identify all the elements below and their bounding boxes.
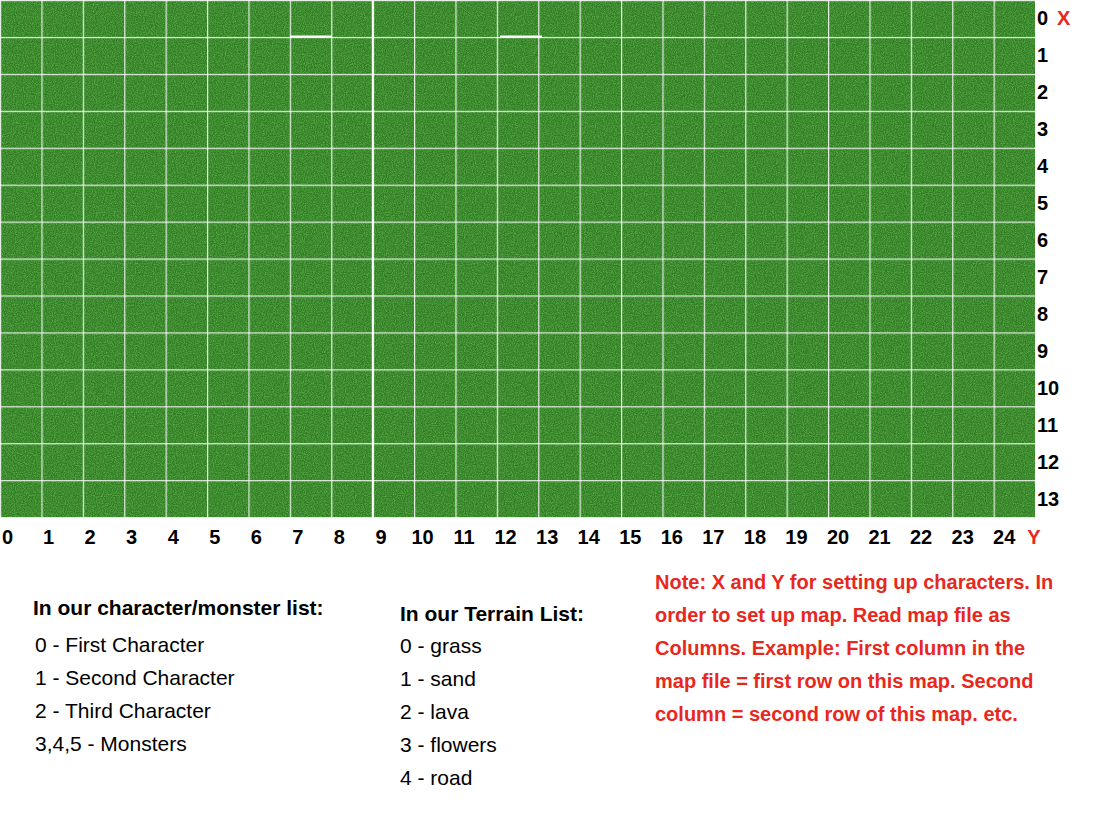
list-item: 2 - Third Character <box>35 698 211 724</box>
column-number: 1 <box>43 525 54 549</box>
column-number: 16 <box>661 525 683 549</box>
row-number: 11 <box>1037 413 1058 437</box>
note-text: Note: X and Y for setting up characters.… <box>655 566 1065 731</box>
column-number: 22 <box>910 525 932 549</box>
row-number: 6 <box>1037 228 1048 252</box>
column-number: 4 <box>168 525 179 549</box>
row-number: 0 <box>1037 6 1048 30</box>
row-number: 1 <box>1037 43 1048 67</box>
column-number: 11 <box>453 525 474 549</box>
column-number: 2 <box>85 525 96 549</box>
row-number: 9 <box>1037 339 1048 363</box>
column-number: 18 <box>744 525 766 549</box>
list-item: 0 - First Character <box>35 632 204 658</box>
axis-letter: Y <box>1027 525 1040 549</box>
grass-map <box>0 0 1035 518</box>
row-number: 3 <box>1037 117 1048 141</box>
column-number: 15 <box>619 525 641 549</box>
list-item: 0 - grass <box>400 633 482 659</box>
column-number: 8 <box>334 525 345 549</box>
list-item: 2 - lava <box>400 699 469 725</box>
row-number: 5 <box>1037 191 1048 215</box>
list-heading: In our character/monster list: <box>33 595 324 621</box>
column-number: 12 <box>494 525 516 549</box>
row-number: 12 <box>1037 450 1059 474</box>
column-number: 5 <box>209 525 220 549</box>
row-number: 13 <box>1037 487 1059 511</box>
column-number: 19 <box>785 525 807 549</box>
column-number: 3 <box>126 525 137 549</box>
column-number: 0 <box>2 525 13 549</box>
column-number: 24 <box>993 525 1015 549</box>
row-number: 2 <box>1037 80 1048 104</box>
column-number: 13 <box>536 525 558 549</box>
axis-letter: X <box>1057 6 1070 30</box>
column-number: 23 <box>952 525 974 549</box>
list-item: 4 - road <box>400 765 472 791</box>
column-number: 14 <box>578 525 600 549</box>
list-item: 1 - sand <box>400 666 476 692</box>
column-number: 7 <box>292 525 303 549</box>
row-number: 7 <box>1037 265 1048 289</box>
list-item: 1 - Second Character <box>35 665 235 691</box>
row-number: 8 <box>1037 302 1048 326</box>
column-number: 6 <box>251 525 262 549</box>
column-number: 20 <box>827 525 849 549</box>
column-number: 21 <box>868 525 890 549</box>
row-number: 10 <box>1037 376 1059 400</box>
row-number: 4 <box>1037 154 1048 178</box>
column-number: 9 <box>375 525 386 549</box>
list-item: 3,4,5 - Monsters <box>35 731 187 757</box>
column-number: 10 <box>411 525 433 549</box>
list-item: 3 - flowers <box>400 732 497 758</box>
column-number: 17 <box>702 525 724 549</box>
list-heading: In our Terrain List: <box>400 601 584 627</box>
